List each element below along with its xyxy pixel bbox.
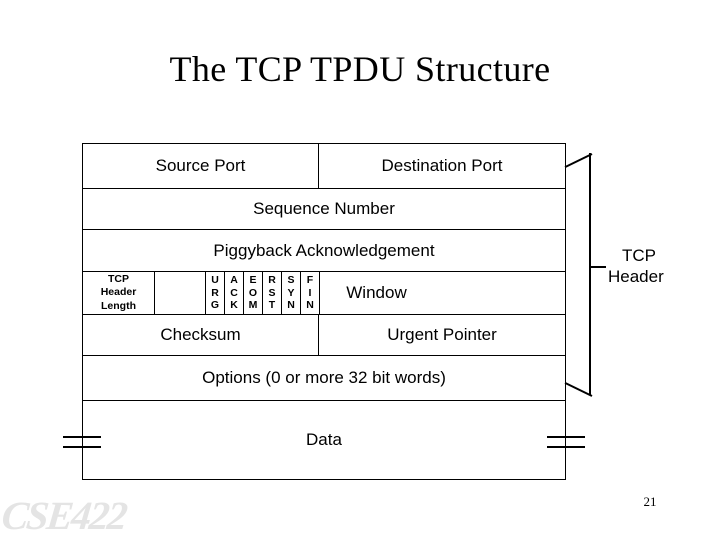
field-options: Options (0 or more 32 bit words) (202, 368, 446, 388)
flag-rst: R S T (262, 272, 281, 314)
data-break-mark-left (63, 436, 101, 450)
field-source-port: Source Port (155, 156, 246, 176)
field-tcp-header-length: TCP Header Length (83, 272, 154, 314)
page-number: 21 (643, 494, 657, 509)
flag-syn-char-3: N (287, 299, 295, 312)
field-sequence-number: Sequence Number (253, 199, 395, 219)
flag-urg-char-3: G (210, 299, 220, 312)
tcp-header-diagram: Source Port Destination Port Sequence Nu… (63, 143, 585, 481)
flag-eom-char-2: O (248, 286, 258, 299)
flag-syn-char-1: S (287, 274, 295, 287)
field-data: Data (306, 430, 342, 450)
page-title: The TCP TPDU Structure (169, 49, 551, 89)
flag-fin-char-3: N (306, 299, 314, 312)
flag-ack-char-3: K (230, 299, 238, 312)
tcp-header-annotation-line-1: TCP (622, 246, 656, 265)
field-urgent-pointer: Urgent Pointer (318, 315, 565, 355)
flag-fin: F I N (300, 272, 319, 314)
diagram-row-acknowledgement: Piggyback Acknowledgement (82, 230, 566, 272)
flag-syn: S Y N (281, 272, 300, 314)
tcp-header-annotation-line-2: Header (608, 266, 664, 286)
field-window: Window (319, 272, 433, 314)
flag-rst-char-1: R (268, 274, 276, 287)
flag-fin-char-1: F (306, 274, 314, 287)
tcp-header-length-line-2: Header (100, 286, 137, 299)
diagram-row-ports: Source Port Destination Port (82, 143, 566, 189)
flag-syn-char-2: Y (287, 286, 295, 299)
flag-fin-char-2: I (308, 286, 312, 299)
course-watermark: CSE422 (0, 493, 128, 538)
data-break-mark-right (547, 436, 585, 450)
tcp-header-annotation: TCP Header (608, 246, 708, 287)
bracket-spine (589, 153, 591, 395)
flag-ack-char-2: C (230, 286, 238, 299)
diagram-row-flags: TCP Header Length U R G A C K E O M R (82, 272, 566, 315)
flag-eom-char-3: M (248, 299, 258, 312)
flag-rst-char-2: S (268, 286, 276, 299)
diagram-row-checksum: Checksum Urgent Pointer (82, 315, 566, 356)
field-destination-port: Destination Port (318, 144, 565, 188)
bracket-pointer-tick (590, 266, 606, 268)
flag-ack: A C K (224, 272, 243, 314)
tcp-header-bracket (563, 140, 606, 408)
field-reserved (154, 272, 205, 314)
flag-urg-char-1: U (211, 274, 219, 287)
field-piggyback-acknowledgement: Piggyback Acknowledgement (213, 240, 435, 260)
diagram-row-options: Options (0 or more 32 bit words) (82, 356, 566, 401)
field-checksum: Checksum (160, 325, 241, 345)
flag-eom: E O M (243, 272, 262, 314)
flag-ack-char-1: A (230, 274, 238, 287)
tcp-header-length-line-1: TCP (108, 272, 129, 285)
flag-urg-char-2: R (211, 286, 219, 299)
diagram-row-data: Data (82, 401, 566, 480)
flag-eom-char-1: E (249, 274, 257, 287)
diagram-row-sequence: Sequence Number (82, 189, 566, 230)
flag-rst-char-3: T (268, 299, 276, 312)
flag-urg: U R G (205, 272, 224, 314)
tcp-header-length-line-3: Length (101, 299, 136, 312)
